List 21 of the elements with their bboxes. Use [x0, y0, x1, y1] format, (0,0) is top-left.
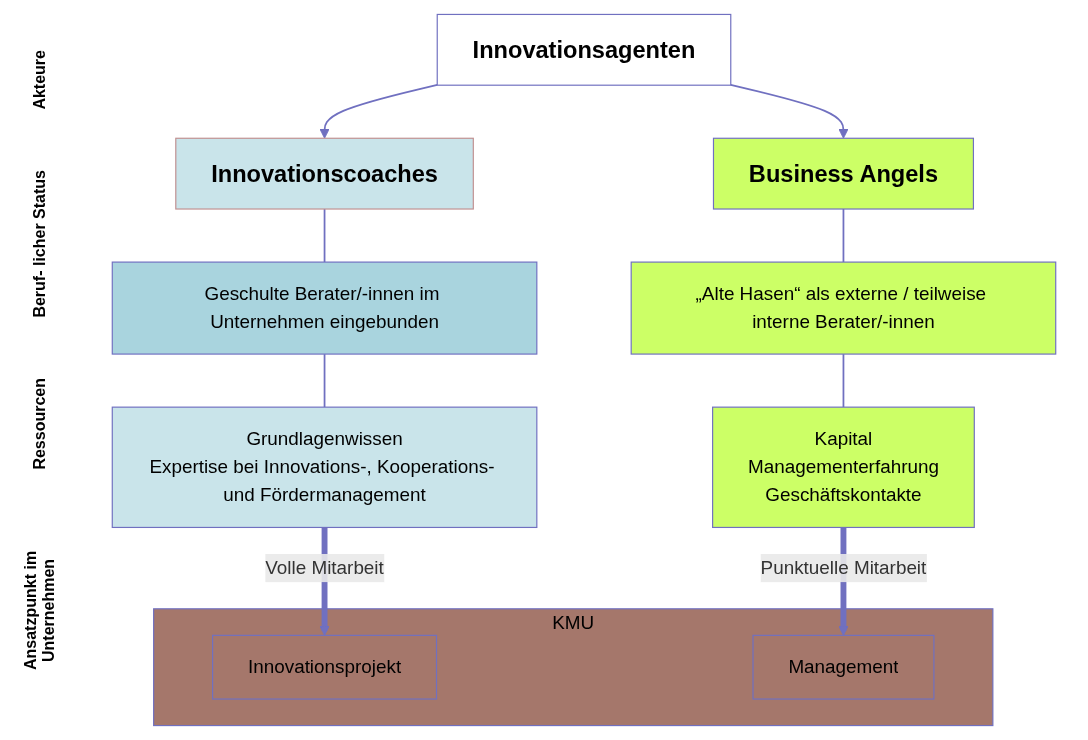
- connector: [323, 208, 326, 263]
- connector: [842, 208, 845, 263]
- connector: [323, 353, 326, 409]
- node-box: Business Angels: [712, 137, 974, 210]
- node-box: Kapital Managementerfahrung Geschäftskontakte: [712, 406, 975, 529]
- arrow: [319, 83, 439, 139]
- node-box: Innovationsprojekt: [212, 634, 438, 700]
- row-label: Ressourcen: [31, 377, 49, 470]
- row-label: Beruf- licher Status: [31, 170, 49, 318]
- edge-label: Volle Mitarbeit: [265, 557, 384, 578]
- row-label: Akteure: [31, 50, 49, 110]
- arrow: [729, 83, 849, 139]
- node-box: Management: [752, 634, 935, 700]
- node-box: Geschulte Berater/-innen im Unternehmen eingebunden: [111, 261, 538, 355]
- node-box: „Alte Hasen“ als externe / teilweise interne Berater/-innen: [630, 261, 1057, 355]
- node-box: Innovationsagenten: [436, 13, 732, 86]
- edge-label: Punktuelle Mitarbeit: [760, 557, 927, 578]
- node-box: Innovationscoaches: [175, 137, 474, 210]
- connector: [842, 353, 845, 409]
- row-label: Ansatzpunkt im Unternehmen: [22, 549, 58, 672]
- node-box: Grundlagenwissen Expertise bei Innovations-, Kooperations- und Fördermanagement: [111, 406, 538, 529]
